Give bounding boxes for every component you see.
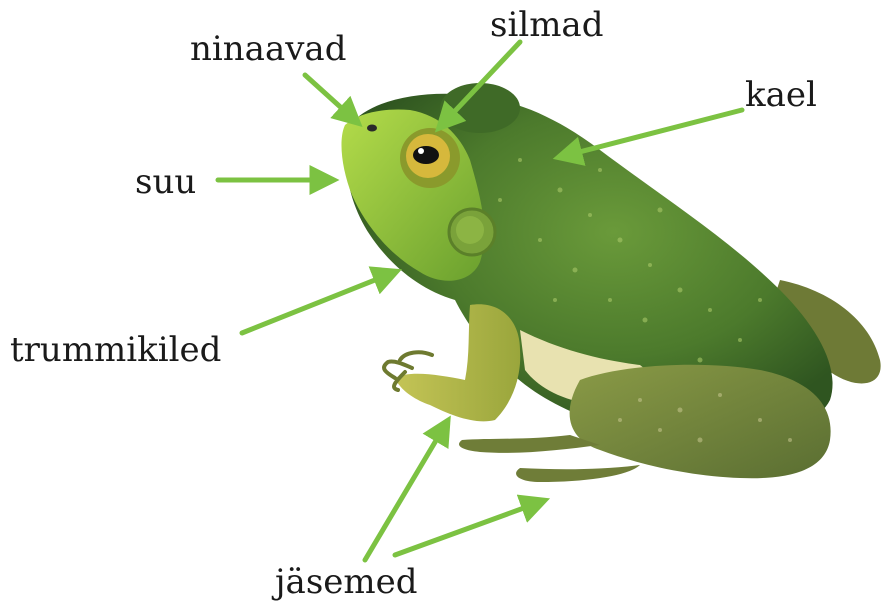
arrow-trummikiled xyxy=(242,272,395,333)
arrow-kael xyxy=(560,110,742,157)
arrow-ninaavad xyxy=(305,75,357,122)
eye-pupil xyxy=(413,146,439,164)
label-trummikiled: trummikiled xyxy=(10,333,221,367)
eye-highlight xyxy=(418,148,424,154)
front-arm xyxy=(395,304,520,421)
hind-leg xyxy=(570,365,831,478)
label-jasemed: jäsemed xyxy=(275,565,418,599)
label-kael: kael xyxy=(745,78,817,112)
frog-back-hump xyxy=(440,83,520,133)
nostril xyxy=(367,125,377,132)
label-ninaavad: ninaavad xyxy=(190,32,346,66)
label-suu: suu xyxy=(135,165,196,199)
arrow-jasemed-leg xyxy=(395,501,543,555)
label-silmad: silmad xyxy=(490,8,603,42)
